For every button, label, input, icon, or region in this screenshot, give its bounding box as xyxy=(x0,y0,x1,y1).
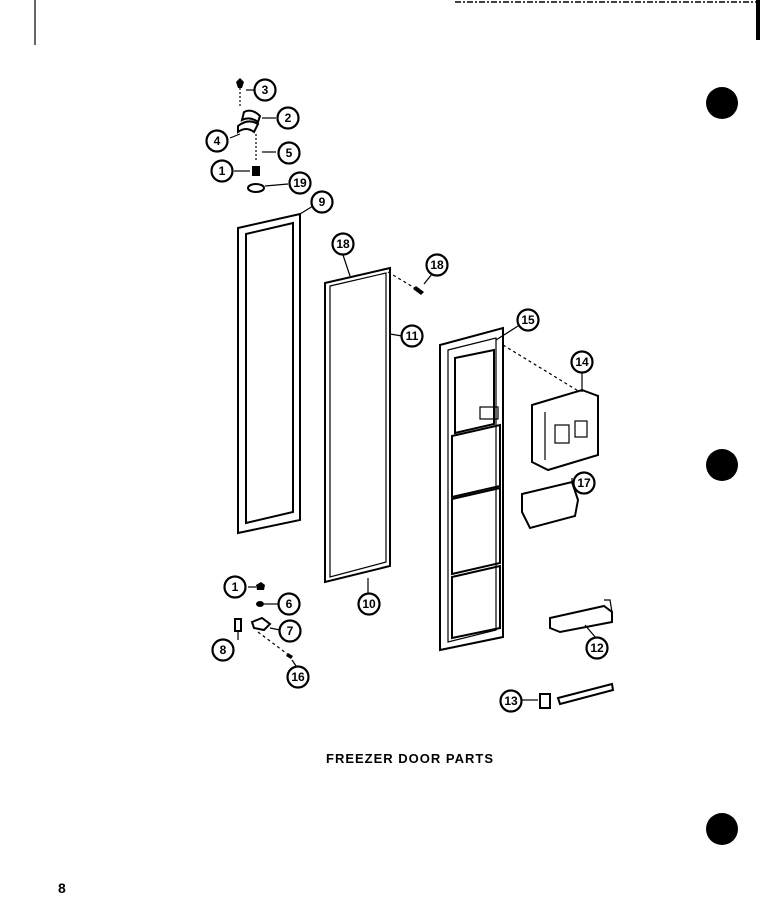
callout-5: 5 xyxy=(277,141,301,165)
callout-11: 11 xyxy=(400,324,424,348)
svg-text:1: 1 xyxy=(232,580,239,594)
callout-15: 15 xyxy=(516,308,540,332)
svg-text:18: 18 xyxy=(430,258,444,272)
svg-text:12: 12 xyxy=(590,641,604,655)
callout-3: 3 xyxy=(253,78,277,102)
svg-text:13: 13 xyxy=(504,694,518,708)
callout-19: 19 xyxy=(288,171,312,195)
trim-strip xyxy=(549,599,613,639)
svg-text:10: 10 xyxy=(362,597,376,611)
svg-text:8: 8 xyxy=(220,643,227,657)
callout-2: 2 xyxy=(276,106,300,130)
svg-text:7: 7 xyxy=(287,624,294,638)
callout-8: 8 xyxy=(211,638,235,662)
callout-16: 16 xyxy=(286,665,310,689)
callout-17: 17 xyxy=(572,471,596,495)
svg-text:6: 6 xyxy=(286,597,293,611)
inner-door-liner xyxy=(439,325,519,652)
scan-artifacts xyxy=(34,0,760,845)
binder-hole xyxy=(706,449,738,481)
diagram-caption: FREEZER DOOR PARTS xyxy=(326,751,494,766)
callout-13: 13 xyxy=(499,689,523,713)
svg-text:2: 2 xyxy=(285,111,292,125)
callout-10: 10 xyxy=(357,592,381,616)
svg-text:9: 9 xyxy=(319,195,326,209)
svg-text:11: 11 xyxy=(406,329,419,343)
svg-text:3: 3 xyxy=(262,83,269,97)
binder-hole xyxy=(706,87,738,119)
svg-text:18: 18 xyxy=(336,237,350,251)
top-hinge-assembly xyxy=(229,78,289,193)
callout-7: 7 xyxy=(278,619,302,643)
svg-text:17: 17 xyxy=(577,476,591,490)
door-panel xyxy=(324,254,433,594)
svg-text:4: 4 xyxy=(214,134,221,148)
svg-text:16: 16 xyxy=(291,670,305,684)
callout-1-top: 1 xyxy=(210,159,234,183)
binder-hole xyxy=(706,813,738,845)
callout-1-bottom: 1 xyxy=(223,575,247,599)
door-gasket xyxy=(237,205,314,535)
callout-14: 14 xyxy=(570,350,594,374)
callout-12: 12 xyxy=(585,636,609,660)
svg-text:1: 1 xyxy=(219,164,226,178)
page-number: 8 xyxy=(58,880,66,896)
svg-text:5: 5 xyxy=(286,146,293,160)
svg-text:14: 14 xyxy=(575,355,589,369)
callout-4: 4 xyxy=(205,129,229,153)
svg-text:19: 19 xyxy=(293,176,307,190)
callout-18-right: 18 xyxy=(425,253,449,277)
dispenser-assembly xyxy=(502,344,599,530)
callout-9: 9 xyxy=(310,190,334,214)
callout-18-left: 18 xyxy=(331,232,355,256)
bottom-hinge-assembly xyxy=(234,582,297,667)
callout-6: 6 xyxy=(277,592,301,616)
handle-bar xyxy=(522,682,615,709)
svg-text:15: 15 xyxy=(521,313,535,327)
